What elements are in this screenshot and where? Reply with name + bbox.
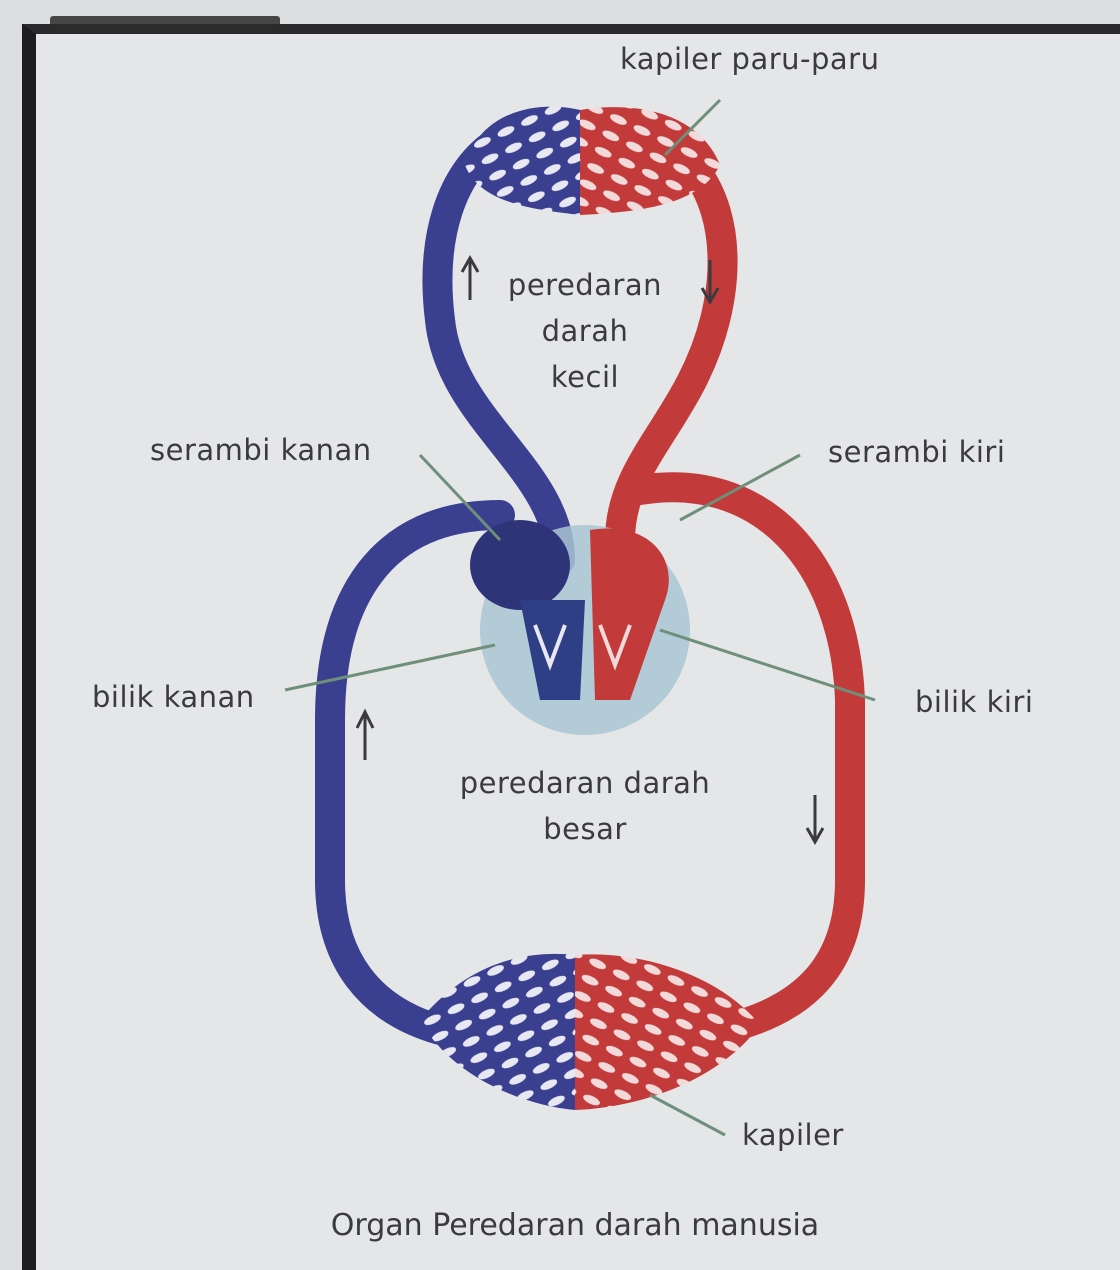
label-pulmonary-circulation-line-1: peredaran: [485, 262, 685, 308]
heart: [470, 520, 690, 735]
label-left-atrium: serambi kiri: [828, 435, 1005, 469]
figure-caption: Organ Peredaran darah manusia: [0, 1208, 1120, 1243]
label-systemic-circulation: peredaran darah besar: [430, 760, 740, 852]
label-pulmonary-circulation-line-3: kecil: [485, 354, 685, 400]
label-left-ventricle: bilik kiri: [915, 685, 1033, 719]
label-systemic-circulation-line-1: peredaran darah: [430, 760, 740, 806]
systemic-artery-right: [640, 487, 850, 1030]
label-pulmonary-capillary: kapiler paru-paru: [620, 42, 880, 76]
label-pulmonary-circulation: peredaran darah kecil: [485, 262, 685, 400]
label-capillary: kapiler: [742, 1118, 844, 1152]
label-right-ventricle: bilik kanan: [92, 680, 255, 714]
label-right-atrium: serambi kanan: [150, 433, 372, 467]
label-pulmonary-circulation-line-2: darah: [485, 308, 685, 354]
pulmonary-capillary-bed: [465, 107, 720, 215]
label-systemic-circulation-line-2: besar: [430, 806, 740, 852]
systemic-capillary-bed: [420, 954, 760, 1110]
